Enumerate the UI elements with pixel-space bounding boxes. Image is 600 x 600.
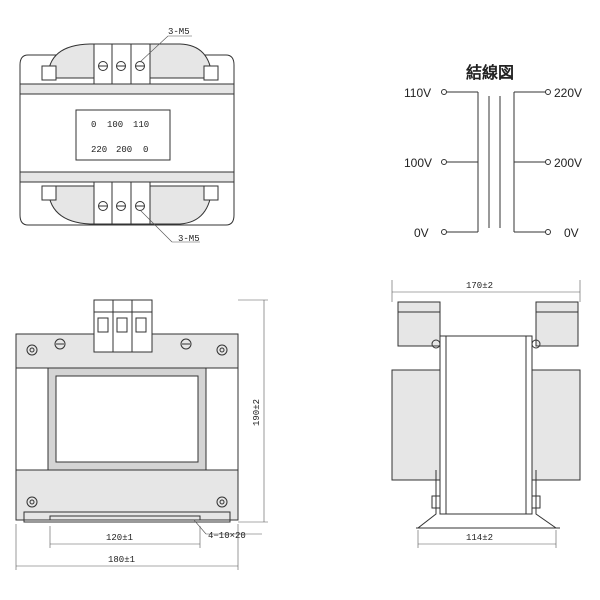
side-core xyxy=(439,335,533,515)
plate-r2-c3: 0 xyxy=(143,145,148,155)
name-plate xyxy=(75,109,171,161)
side-coil-right xyxy=(527,369,581,481)
terminal-label-bottom: 3-M5 xyxy=(178,234,200,244)
plate-r1-c3: 110 xyxy=(133,120,149,130)
wiring-title: 結線図 xyxy=(466,63,514,82)
plate-r2-c2: 200 xyxy=(116,145,132,155)
dim-height-label: 190±2 xyxy=(252,399,262,426)
dim-mount-label: 120±1 xyxy=(106,533,133,543)
dim-holes-label: 4−10×20 xyxy=(208,531,246,541)
plate-r1-c2: 100 xyxy=(107,120,123,130)
top-tab-tr xyxy=(203,65,219,81)
top-tab-tl xyxy=(41,65,57,81)
front-terminal-block xyxy=(93,299,153,353)
terminal-dot xyxy=(441,89,447,95)
top-base-outline xyxy=(19,54,235,226)
front-view xyxy=(15,299,239,523)
side-dimensions xyxy=(391,280,581,548)
dim-width-label: 180±1 xyxy=(108,555,135,565)
side-terminal-left xyxy=(397,301,441,347)
secondary-0v: 0V xyxy=(564,226,579,240)
top-core-band-lower xyxy=(19,171,235,183)
side-terminal-right xyxy=(535,301,579,347)
front-dimensions xyxy=(15,299,268,570)
side-view xyxy=(391,301,581,529)
primary-110v: 110V xyxy=(404,86,431,100)
top-tab-bl xyxy=(41,185,57,201)
terminal-dot xyxy=(545,229,551,235)
terminal-dot xyxy=(441,159,447,165)
dim-side-top-label: 170±2 xyxy=(466,281,493,291)
leader-line-top xyxy=(139,35,169,63)
terminal-label-top: 3-M5 xyxy=(168,27,190,37)
top-view xyxy=(19,35,235,243)
plate-r2-c1: 220 xyxy=(91,145,107,155)
top-core-band-upper xyxy=(19,83,235,95)
side-coil-left xyxy=(391,369,445,481)
top-core-body xyxy=(19,93,235,173)
terminal-dot xyxy=(441,229,447,235)
secondary-220v: 220V xyxy=(554,86,582,100)
top-terminal-block-lower xyxy=(93,181,151,225)
leader-line-bottom xyxy=(139,209,173,243)
terminal-dot xyxy=(545,89,551,95)
terminal-dot xyxy=(545,159,551,165)
wiring-diagram xyxy=(441,89,551,235)
plate-r1-c1: 0 xyxy=(91,120,96,130)
primary-0v: 0V xyxy=(414,226,429,240)
dim-side-bottom-label: 114±2 xyxy=(466,533,493,543)
top-tab-br xyxy=(203,185,219,201)
front-base-plate xyxy=(23,511,231,523)
top-terminal-block-upper xyxy=(93,43,151,85)
secondary-200v: 200V xyxy=(554,156,582,170)
front-core-face xyxy=(55,375,199,463)
primary-100v: 100V xyxy=(404,156,432,170)
